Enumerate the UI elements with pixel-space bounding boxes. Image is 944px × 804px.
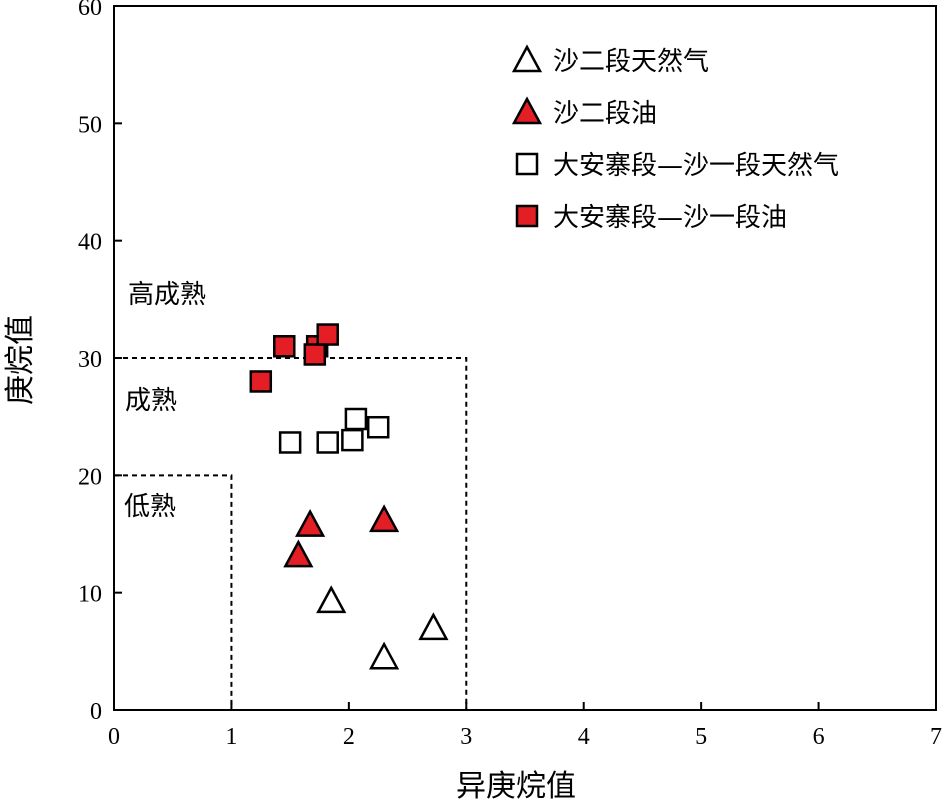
triangle-point-series-1 [295, 508, 326, 537]
maturity-region-boundaries [114, 357, 468, 710]
region-label-high-mature: 高成熟 [128, 280, 206, 310]
legend-label-2: 大安寨段—沙一段天然气 [553, 151, 839, 181]
y-tick-label: 50 [78, 112, 102, 138]
y-tick-label: 40 [78, 230, 102, 256]
triangle-point-series-0 [316, 585, 347, 614]
square-point-series-3 [249, 370, 273, 393]
triangle-point-series-0 [418, 612, 449, 641]
x-axis-title: 异庚烷值 [456, 769, 576, 804]
square-point-series-3 [303, 343, 327, 366]
x-tick-label: 7 [930, 724, 942, 750]
square-point-series-2 [341, 428, 364, 452]
triangle-point-series-0 [368, 641, 400, 670]
legend-marker-2 [515, 152, 539, 176]
y-tick-label: 20 [78, 464, 102, 490]
legend-marker-3 [515, 204, 539, 228]
legend-label-0: 沙二段天然气 [553, 47, 709, 77]
legend-marker-0 [511, 44, 543, 73]
y-tick-label: 0 [90, 699, 102, 725]
x-tick-label: 0 [108, 724, 120, 750]
x-tick-labels: 0 1 2 3 4 5 6 7 [108, 724, 942, 750]
y-tick-label: 10 [78, 582, 102, 608]
square-point-series-2 [278, 431, 302, 454]
tick-marks [114, 122, 820, 710]
legend-label-3: 大安寨段—沙一段油 [553, 203, 787, 233]
x-tick-label: 1 [225, 724, 237, 750]
square-point-series-2 [316, 431, 339, 454]
y-tick-labels: 0 10 20 30 40 50 60 [78, 0, 102, 725]
square-point-series-2 [366, 415, 390, 439]
region-boundary-0 [114, 474, 233, 710]
triangle-point-series-1 [283, 539, 314, 568]
x-tick-label: 5 [695, 724, 707, 750]
legend-marker-1 [511, 96, 543, 125]
data-points [249, 323, 449, 670]
legend-label-1: 沙二段油 [553, 99, 657, 129]
y-tick-label: 30 [78, 347, 102, 373]
x-tick-label: 4 [578, 724, 590, 750]
square-point-series-2 [344, 407, 368, 431]
square-point-series-3 [316, 323, 339, 346]
x-tick-label: 6 [813, 724, 825, 750]
triangle-point-series-1 [368, 504, 400, 533]
x-tick-label: 2 [343, 724, 355, 750]
x-tick-label: 3 [460, 724, 472, 750]
region-label-mature: 成熟 [125, 386, 177, 416]
maturity-region-labels: 高成熟 成熟 低熟 [124, 280, 206, 522]
region-boundary-1 [114, 357, 468, 710]
square-point-series-3 [273, 335, 296, 358]
y-axis-title: 庚烷值 [3, 315, 38, 405]
region-label-low-mature: 低熟 [124, 492, 176, 522]
y-tick-label: 60 [78, 0, 102, 21]
